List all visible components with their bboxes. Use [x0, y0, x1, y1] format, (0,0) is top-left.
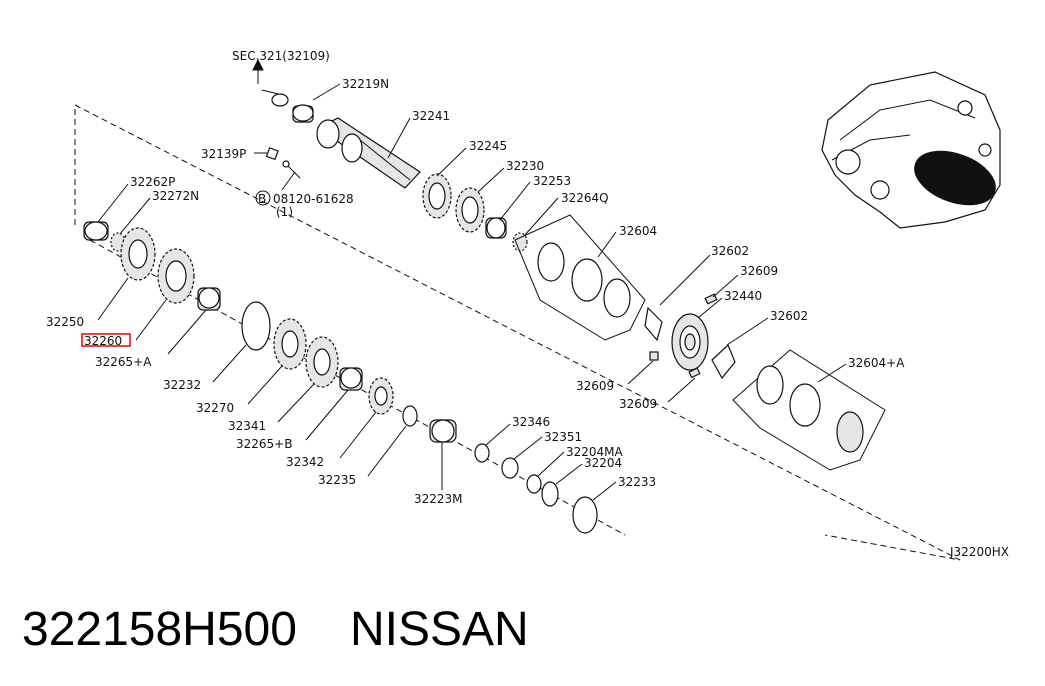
- label-32265A: 32265+A: [95, 355, 152, 369]
- label-32602-a: 32602: [711, 244, 749, 258]
- part-32233-snap-ring: [572, 496, 598, 534]
- part-bolt: [282, 160, 301, 179]
- part-32204-ring: [541, 481, 559, 507]
- label-32609-b: 32609: [576, 379, 614, 393]
- label-32232: 32232: [163, 378, 201, 392]
- box-32604A: [732, 349, 886, 471]
- label-32351: 32351: [544, 430, 582, 444]
- part-32609-key-c: [688, 367, 701, 379]
- label-32204: 32204: [584, 456, 622, 470]
- label-32270: 32270: [196, 401, 234, 415]
- label-32245: 32245: [469, 139, 507, 153]
- label-32262P: 32262P: [130, 175, 175, 189]
- label-32260: 32260: [84, 334, 122, 348]
- bolt-callout-circle: [255, 190, 271, 206]
- part-32253-bushing: [485, 217, 507, 239]
- part-number: 322158H500: [22, 603, 297, 656]
- label-32241: 32241: [412, 109, 450, 123]
- label-32609-c: 32609: [619, 397, 657, 411]
- label-32233: 32233: [618, 475, 656, 489]
- label-32265B: 32265+B: [236, 437, 292, 451]
- label-32272N: 32272N: [152, 189, 199, 203]
- part-32265B-bushing: [339, 367, 363, 391]
- box-32604: [514, 214, 646, 341]
- label-32139P: 32139P: [201, 147, 246, 161]
- label-32342: 32342: [286, 455, 324, 469]
- label-32341: 32341: [228, 419, 266, 433]
- part-32223M-bearing: [429, 419, 457, 443]
- label-32264Q: 32264Q: [561, 191, 609, 205]
- part-32604-rings: [537, 242, 631, 318]
- part-32232-washer: [241, 301, 271, 351]
- part-32265A-bushing: [197, 287, 221, 311]
- label-32250: 32250: [46, 315, 84, 329]
- part-32346-ring: [474, 443, 490, 463]
- label-32223M: 32223M: [414, 492, 463, 506]
- part-32602-spring-a: [644, 306, 663, 342]
- part-32241-mainshaft: [316, 117, 421, 189]
- label-32602-b: 32602: [770, 309, 808, 323]
- part-32604A-rings: [756, 365, 864, 453]
- part-32342-gear: [368, 377, 394, 415]
- label-32253: 32253: [533, 174, 571, 188]
- part-32250-gear: [120, 227, 156, 281]
- part-32219N-bearing: [261, 89, 314, 123]
- brand-name: NISSAN: [350, 603, 529, 656]
- part-32351-ring: [501, 457, 519, 479]
- part-32440-hub: [671, 313, 709, 371]
- label-32609-a: 32609: [740, 264, 778, 278]
- label-32235: 32235: [318, 473, 356, 487]
- part-32260-gear: [157, 248, 195, 304]
- highlight-32260: [81, 333, 131, 347]
- transmission-housing-image: [821, 71, 1001, 229]
- part-32139P-pin: [265, 147, 279, 161]
- label-32604A: 32604+A: [848, 356, 905, 370]
- label-32346: 32346: [512, 415, 550, 429]
- diagram-code: J32200HX: [949, 545, 1009, 559]
- label-sec-321: SEC.321(32109): [232, 49, 330, 63]
- label-bolt: 08120-61628: [273, 192, 354, 206]
- part-32270-gear: [273, 318, 307, 370]
- part-32262P-bearing: [83, 221, 109, 241]
- label-32230: 32230: [506, 159, 544, 173]
- label-32219N: 32219N: [342, 77, 389, 91]
- label-32604: 32604: [619, 224, 657, 238]
- label-bolt-qty: (1): [276, 205, 293, 219]
- dashed-boundary: [74, 104, 961, 561]
- part-32602-spring-b: [711, 343, 736, 380]
- part-32204MA-ring: [526, 474, 542, 494]
- arrow-up-icon: [252, 58, 264, 84]
- part-32609-key-b: [649, 351, 659, 361]
- part-32235-snap-ring: [402, 405, 418, 427]
- label-bolt-prefix: B: [258, 192, 266, 206]
- part-32341-gear: [305, 336, 339, 388]
- part-32230-gear: [455, 187, 485, 233]
- label-32440: 32440: [724, 289, 762, 303]
- part-32245-gear: [422, 173, 452, 219]
- label-32204MA: 32204MA: [566, 445, 624, 459]
